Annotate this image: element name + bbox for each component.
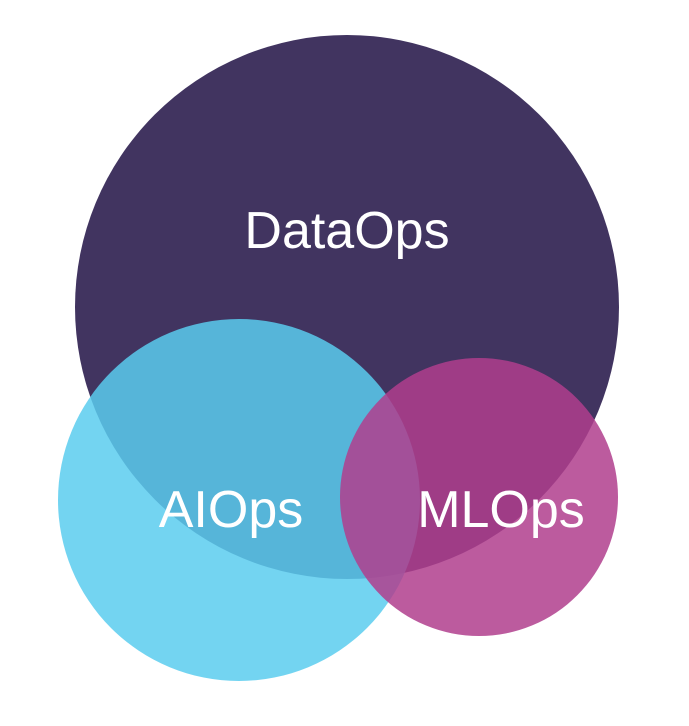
dataops-label: DataOps	[244, 202, 449, 260]
aiops-circle	[58, 319, 420, 681]
aiops-label: AIOps	[159, 481, 304, 539]
mlops-label: MLOps	[417, 481, 585, 539]
mlops-circle	[340, 358, 618, 636]
